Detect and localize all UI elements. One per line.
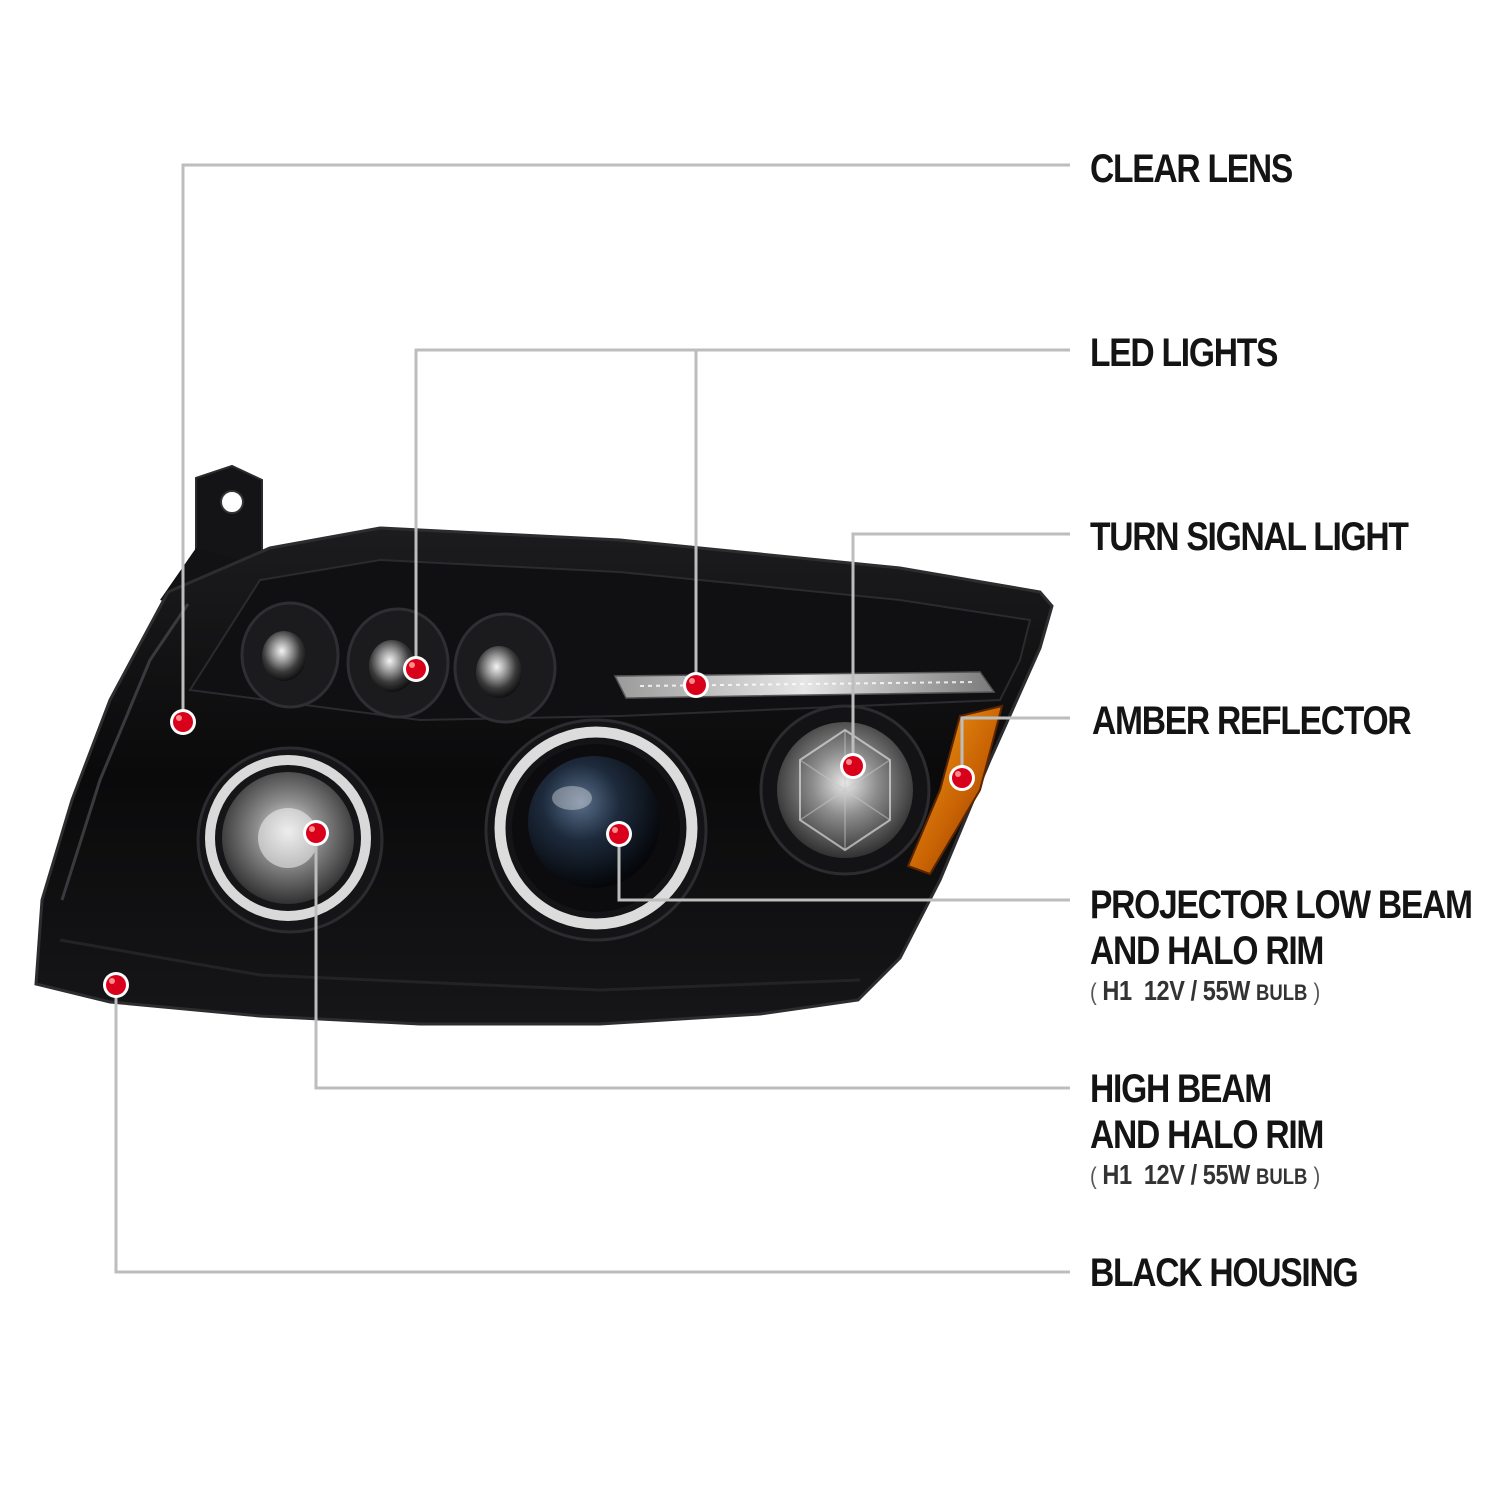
projector-low-beam-assembly — [484, 718, 708, 942]
label-text: AMBER REFLECTOR — [1092, 699, 1412, 743]
leader-black-housing — [114, 985, 1070, 1274]
label-text: HIGH BEAM — [1090, 1067, 1272, 1111]
label-turn-signal-light: TURN SIGNAL LIGHT — [1090, 514, 1409, 560]
spec-rating: 12V / 55W — [1143, 975, 1250, 1006]
label-projector-low-beam: PROJECTOR LOW BEAM AND HALO RIM ( H1 12V… — [1090, 882, 1473, 1010]
amber-reflector-strip — [906, 704, 1004, 876]
marker-high-beam — [303, 820, 329, 846]
spec-unit: BULB — [1256, 1164, 1308, 1189]
spec-close: ) — [1313, 979, 1320, 1006]
label-high-beam: HIGH BEAM AND HALO RIM ( H1 12V / 55W BU… — [1090, 1066, 1324, 1194]
marker-led-bar — [683, 672, 709, 698]
marker-dots — [103, 656, 975, 998]
spec-close: ) — [1313, 1163, 1320, 1190]
spec-unit: BULB — [1256, 980, 1308, 1005]
led-light-bar — [613, 671, 996, 699]
label-led-lights: LED LIGHTS — [1090, 330, 1278, 376]
label-text: PROJECTOR LOW BEAM — [1090, 883, 1473, 927]
leader-lines — [114, 163, 1070, 1274]
marker-clear-lens — [170, 709, 196, 735]
spec-open: ( — [1090, 979, 1097, 1006]
label-text: BLACK HOUSING — [1090, 1251, 1359, 1295]
led-pod-center — [346, 607, 450, 719]
marker-amber-reflector — [949, 765, 975, 791]
leader-led-lights — [414, 348, 1070, 669]
label-black-housing: BLACK HOUSING — [1090, 1250, 1359, 1296]
label-text: AND HALO RIM — [1090, 929, 1324, 973]
spec-open: ( — [1090, 1163, 1097, 1190]
label-text: TURN SIGNAL LIGHT — [1090, 515, 1409, 559]
leader-high-beam — [314, 833, 1070, 1090]
turn-signal-assembly — [759, 704, 931, 876]
marker-turn-signal — [840, 753, 866, 779]
label-clear-lens: CLEAR LENS — [1090, 146, 1293, 192]
marker-projector — [606, 821, 632, 847]
spec-rating: 12V / 55W — [1143, 1159, 1250, 1190]
label-text: CLEAR LENS — [1090, 147, 1293, 191]
label-amber-reflector: AMBER REFLECTOR — [1092, 698, 1412, 744]
spec-bulb: H1 — [1102, 975, 1132, 1006]
mounting-hole — [220, 490, 244, 514]
label-text: AND HALO RIM — [1090, 1113, 1324, 1157]
leader-amber-reflector — [960, 716, 1070, 778]
high-beam-assembly — [196, 746, 384, 934]
leader-projector — [617, 834, 1070, 902]
spec-bulb: H1 — [1102, 1159, 1132, 1190]
bulb-spec: ( H1 12V / 55W BULB ) — [1090, 1158, 1323, 1194]
bulb-spec: ( H1 12V / 55W BULB ) — [1090, 974, 1472, 1010]
leader-turn-signal — [851, 532, 1070, 766]
label-text: LED LIGHTS — [1090, 331, 1278, 375]
mounting-tab — [195, 464, 263, 567]
marker-black-housing — [103, 972, 129, 998]
led-pod-left — [240, 601, 340, 709]
marker-led-pod — [403, 656, 429, 682]
leader-clear-lens — [181, 163, 1070, 722]
led-pod-right — [453, 612, 557, 724]
